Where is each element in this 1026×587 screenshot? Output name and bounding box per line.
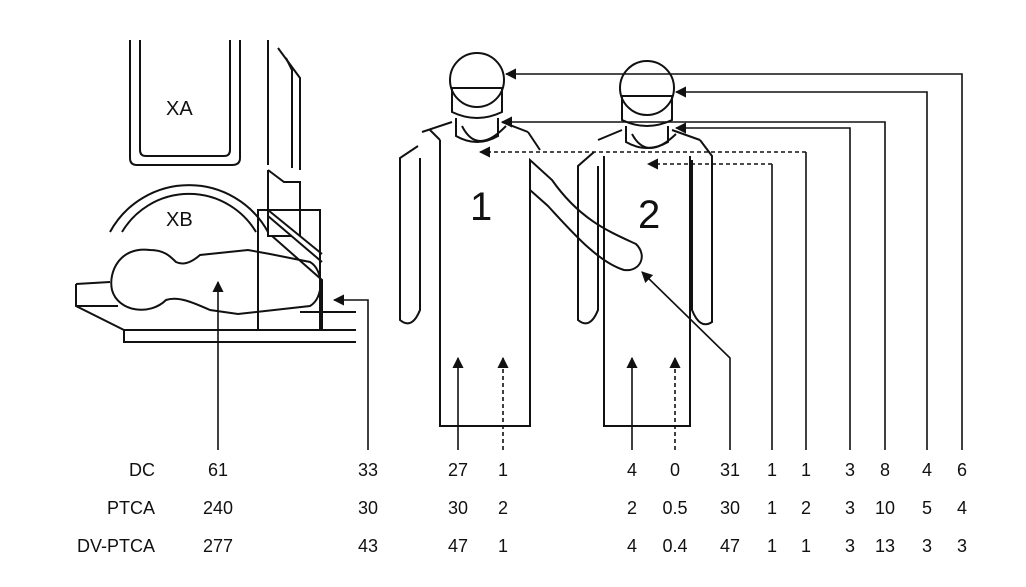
- measurement-arrow: [332, 294, 369, 450]
- operator-1-label: 1: [470, 185, 492, 229]
- dose-cell: 2: [498, 498, 508, 518]
- dose-cell: 240: [203, 498, 233, 518]
- dose-cell: 30: [448, 498, 468, 518]
- detector-panels: [257, 169, 323, 331]
- dose-cell: 1: [801, 460, 811, 480]
- operator-2-label: 2: [638, 193, 660, 237]
- dose-cell: 5: [922, 498, 932, 518]
- dose-cell: 2: [801, 498, 811, 518]
- operator-2: 2: [577, 60, 713, 427]
- dose-cell: 47: [720, 536, 740, 556]
- xa-label: XA: [166, 98, 193, 120]
- dose-cell: 1: [767, 498, 777, 518]
- dose-cell: 6: [957, 460, 967, 480]
- dose-cell: 277: [203, 536, 233, 556]
- dose-cell: 13: [875, 536, 895, 556]
- dose-cell: 47: [448, 536, 468, 556]
- dose-cell: 1: [767, 460, 777, 480]
- dose-cell: 1: [498, 460, 508, 480]
- dose-cell: 3: [922, 536, 932, 556]
- dose-cell: 1: [498, 536, 508, 556]
- measurement-arrow: [504, 68, 963, 450]
- dose-cell: 3: [957, 536, 967, 556]
- row-label: DV-PTCA: [77, 536, 155, 556]
- dose-cell: 30: [720, 498, 740, 518]
- dose-cell: 3: [845, 460, 855, 480]
- dose-cell: 1: [801, 536, 811, 556]
- xray-tube-xa: XA: [129, 40, 301, 170]
- dose-cell: 4: [627, 536, 637, 556]
- measurement-arrow: [500, 116, 886, 450]
- xb-label: XB: [166, 209, 193, 231]
- dose-cell: 0.4: [662, 536, 687, 556]
- row-label: PTCA: [107, 498, 155, 518]
- operator-1: 1: [399, 52, 643, 427]
- dose-cell: 43: [358, 536, 378, 556]
- measurement-arrow: [641, 271, 731, 450]
- dose-cell: 3: [845, 498, 855, 518]
- dose-cell: 0.5: [662, 498, 687, 518]
- dose-cell: 10: [875, 498, 895, 518]
- dose-cell: 3: [845, 536, 855, 556]
- dose-cell: 0: [670, 460, 680, 480]
- dose-cell: 8: [880, 460, 890, 480]
- dose-cell: 30: [358, 498, 378, 518]
- dose-cell: 33: [358, 460, 378, 480]
- measurement-arrows: [212, 68, 963, 450]
- dose-cell: 1: [767, 536, 777, 556]
- dose-cell: 31: [720, 460, 740, 480]
- patient: [110, 248, 322, 316]
- dose-cell: 27: [448, 460, 468, 480]
- dose-cell: 4: [957, 498, 967, 518]
- dose-cell: 61: [208, 460, 228, 480]
- row-label: DC: [129, 460, 155, 480]
- dose-cell: 4: [922, 460, 932, 480]
- measurement-arrow: [674, 86, 928, 450]
- patient-table: [75, 281, 356, 343]
- xray-tube-xb: XB: [109, 184, 269, 233]
- dose-cell: 4: [627, 460, 637, 480]
- dose-cell: 2: [627, 498, 637, 518]
- measurement-arrow: [674, 122, 851, 450]
